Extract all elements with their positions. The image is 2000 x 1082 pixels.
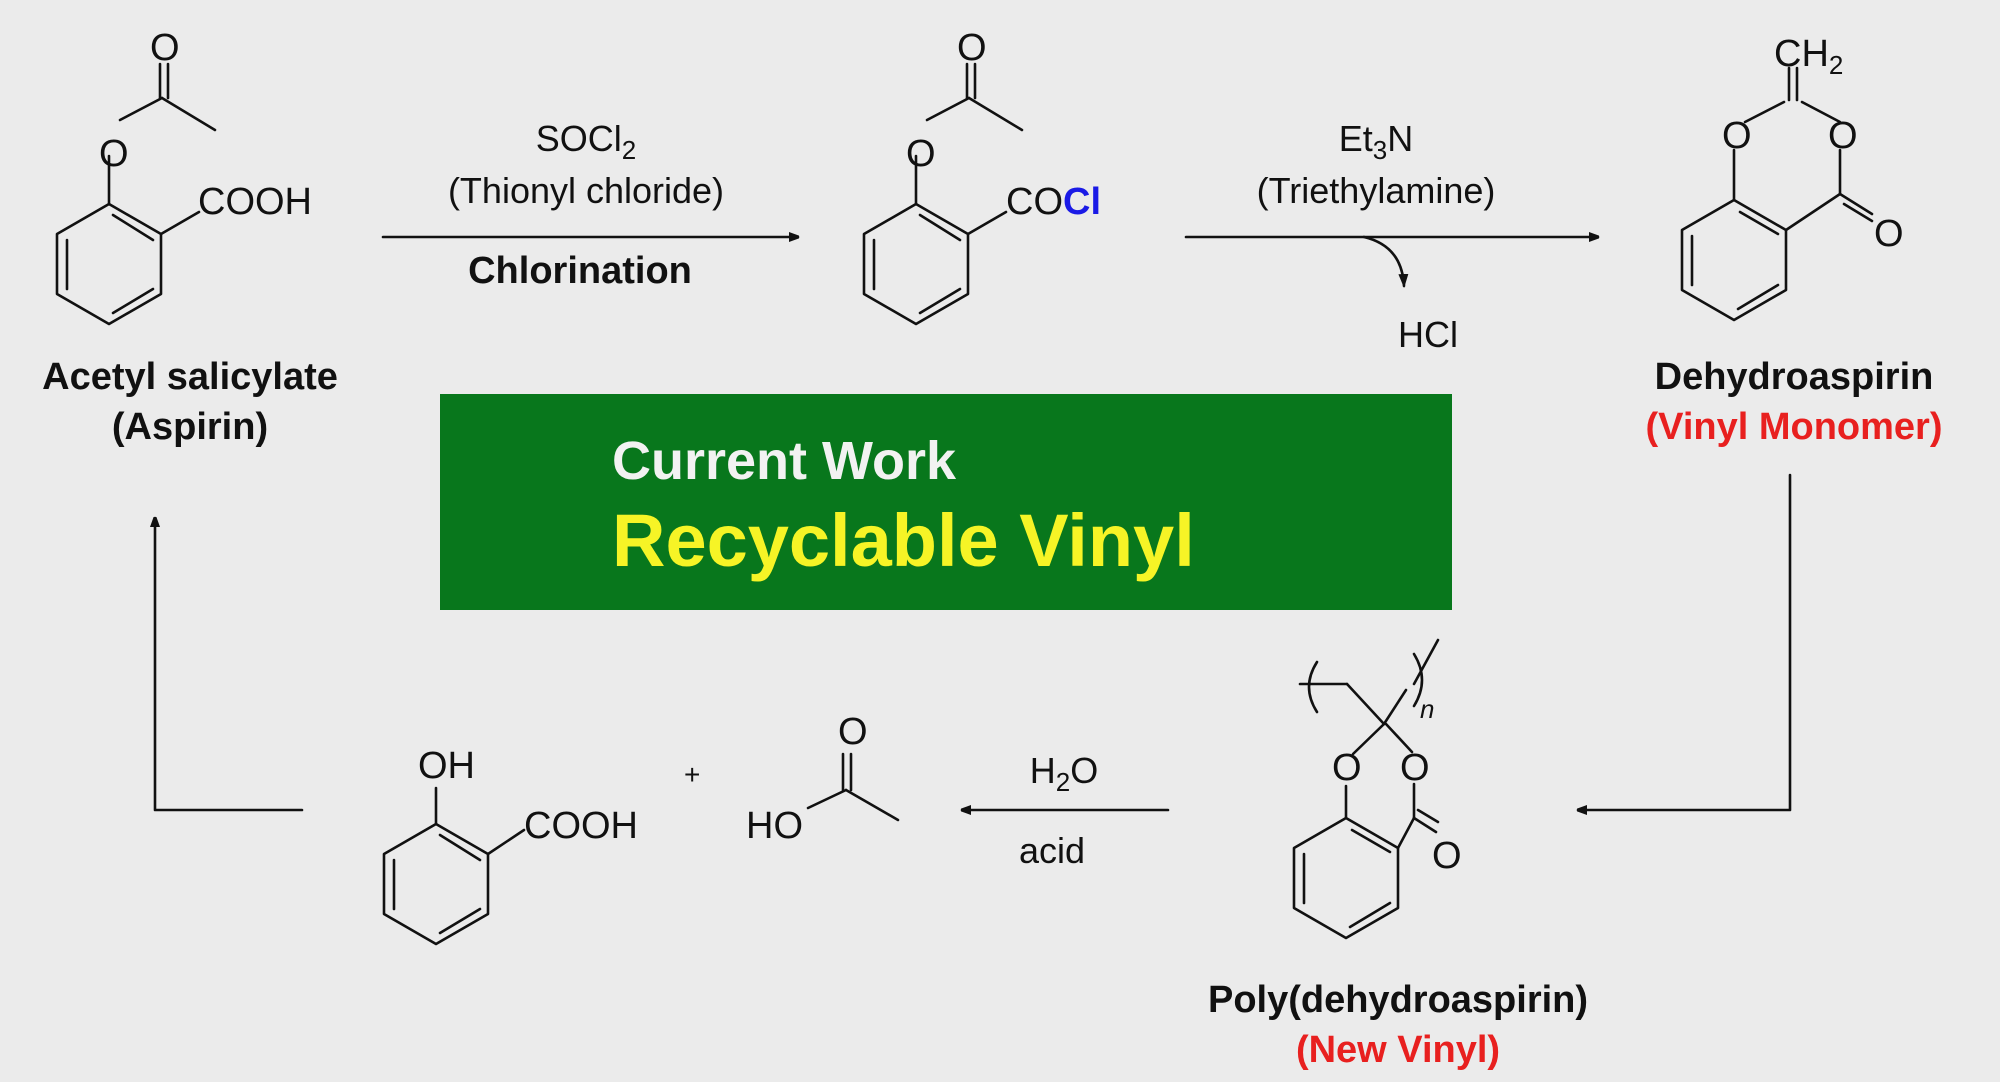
dehydroaspirin-name-main: Dehydroaspirin bbox=[1654, 356, 1934, 398]
acetic-carbonyl-oxygen: O bbox=[838, 711, 868, 753]
polymer-name-main: Poly(dehydroaspirin) bbox=[1207, 979, 1589, 1021]
current-work-banner: Current Work Recyclable Vinyl bbox=[440, 394, 1452, 610]
polymer-carbonyl-oxygen: O bbox=[1432, 835, 1462, 877]
dehydroaspirin-ring-oxygen-1: O bbox=[1722, 115, 1752, 157]
dehydroaspirin-ring-oxygen-2: O bbox=[1828, 115, 1858, 157]
dehydroaspirin-carbonyl-oxygen: O bbox=[1874, 213, 1904, 255]
hcl-release-arrow bbox=[1362, 235, 1409, 288]
elimination-reagent-formula: Et3N bbox=[1338, 118, 1414, 166]
hcl-byproduct: HCl bbox=[1398, 314, 1458, 355]
banner-kicker: Current Work bbox=[612, 431, 957, 491]
hydrolysis-condition: acid bbox=[1018, 830, 1086, 871]
aspirin-name-main: Acetyl salicylate bbox=[42, 356, 338, 398]
acetic-acid-structure bbox=[806, 752, 900, 822]
aspirin-ester-oxygen: O bbox=[99, 133, 129, 175]
salicylic-acid-structure bbox=[382, 786, 526, 946]
chlorination-reagent-formula: SOCl2 bbox=[535, 118, 637, 166]
dehydroaspirin-alias: (Vinyl Monomer) bbox=[1645, 406, 1943, 448]
acid-chloride-carbonyl-oxygen: O bbox=[957, 27, 987, 69]
aspirin-name: Acetyl salicylate (Aspirin) bbox=[42, 352, 338, 452]
banner-title: Recyclable Vinyl bbox=[612, 499, 1195, 582]
aspirin-carbonyl-oxygen: O bbox=[150, 27, 180, 69]
chlorination-reagent-name: (Thionyl chloride) bbox=[447, 170, 725, 211]
plus-sign: + bbox=[684, 759, 700, 790]
hydrolysis-reagent: H2O bbox=[1029, 750, 1099, 798]
polymer-ring-oxygen-2: O bbox=[1400, 747, 1430, 789]
polymer-alias: (New Vinyl) bbox=[1295, 1029, 1501, 1071]
dehydroaspirin-name: Dehydroaspirin (Vinyl Monomer) bbox=[1646, 352, 1943, 452]
exocyclic-methylene: CH2 bbox=[1774, 33, 1843, 80]
recycle-arrow bbox=[155, 516, 304, 812]
acid-chloride-structure bbox=[862, 62, 1024, 326]
acetic-hydroxyl: HO bbox=[746, 805, 803, 847]
salicylic-acid-group: COOH bbox=[524, 805, 638, 847]
chlorine-atom: Cl bbox=[1063, 181, 1101, 223]
monomer-to-polymer-arrow bbox=[1576, 473, 1792, 810]
acid-chloride-ester-oxygen: O bbox=[906, 133, 936, 175]
aspirin-structure bbox=[55, 62, 217, 326]
polymer-structure bbox=[1292, 638, 1440, 940]
salicylic-hydroxyl: OH bbox=[418, 745, 475, 787]
dehydroaspirin-structure bbox=[1680, 66, 1874, 322]
aspirin-acid-group: COOH bbox=[198, 181, 312, 223]
chlorination-process-label: Chlorination bbox=[468, 250, 692, 292]
elimination-reagent-name: (Triethylamine) bbox=[1256, 170, 1496, 211]
polymer-ring-oxygen-1: O bbox=[1332, 747, 1362, 789]
polymer-name: Poly(dehydroaspirin) (New Vinyl) bbox=[1208, 975, 1588, 1075]
repeat-index: n bbox=[1420, 694, 1434, 724]
acid-chloride-group: COCl bbox=[1006, 181, 1101, 223]
aspirin-alias: (Aspirin) bbox=[111, 406, 269, 448]
